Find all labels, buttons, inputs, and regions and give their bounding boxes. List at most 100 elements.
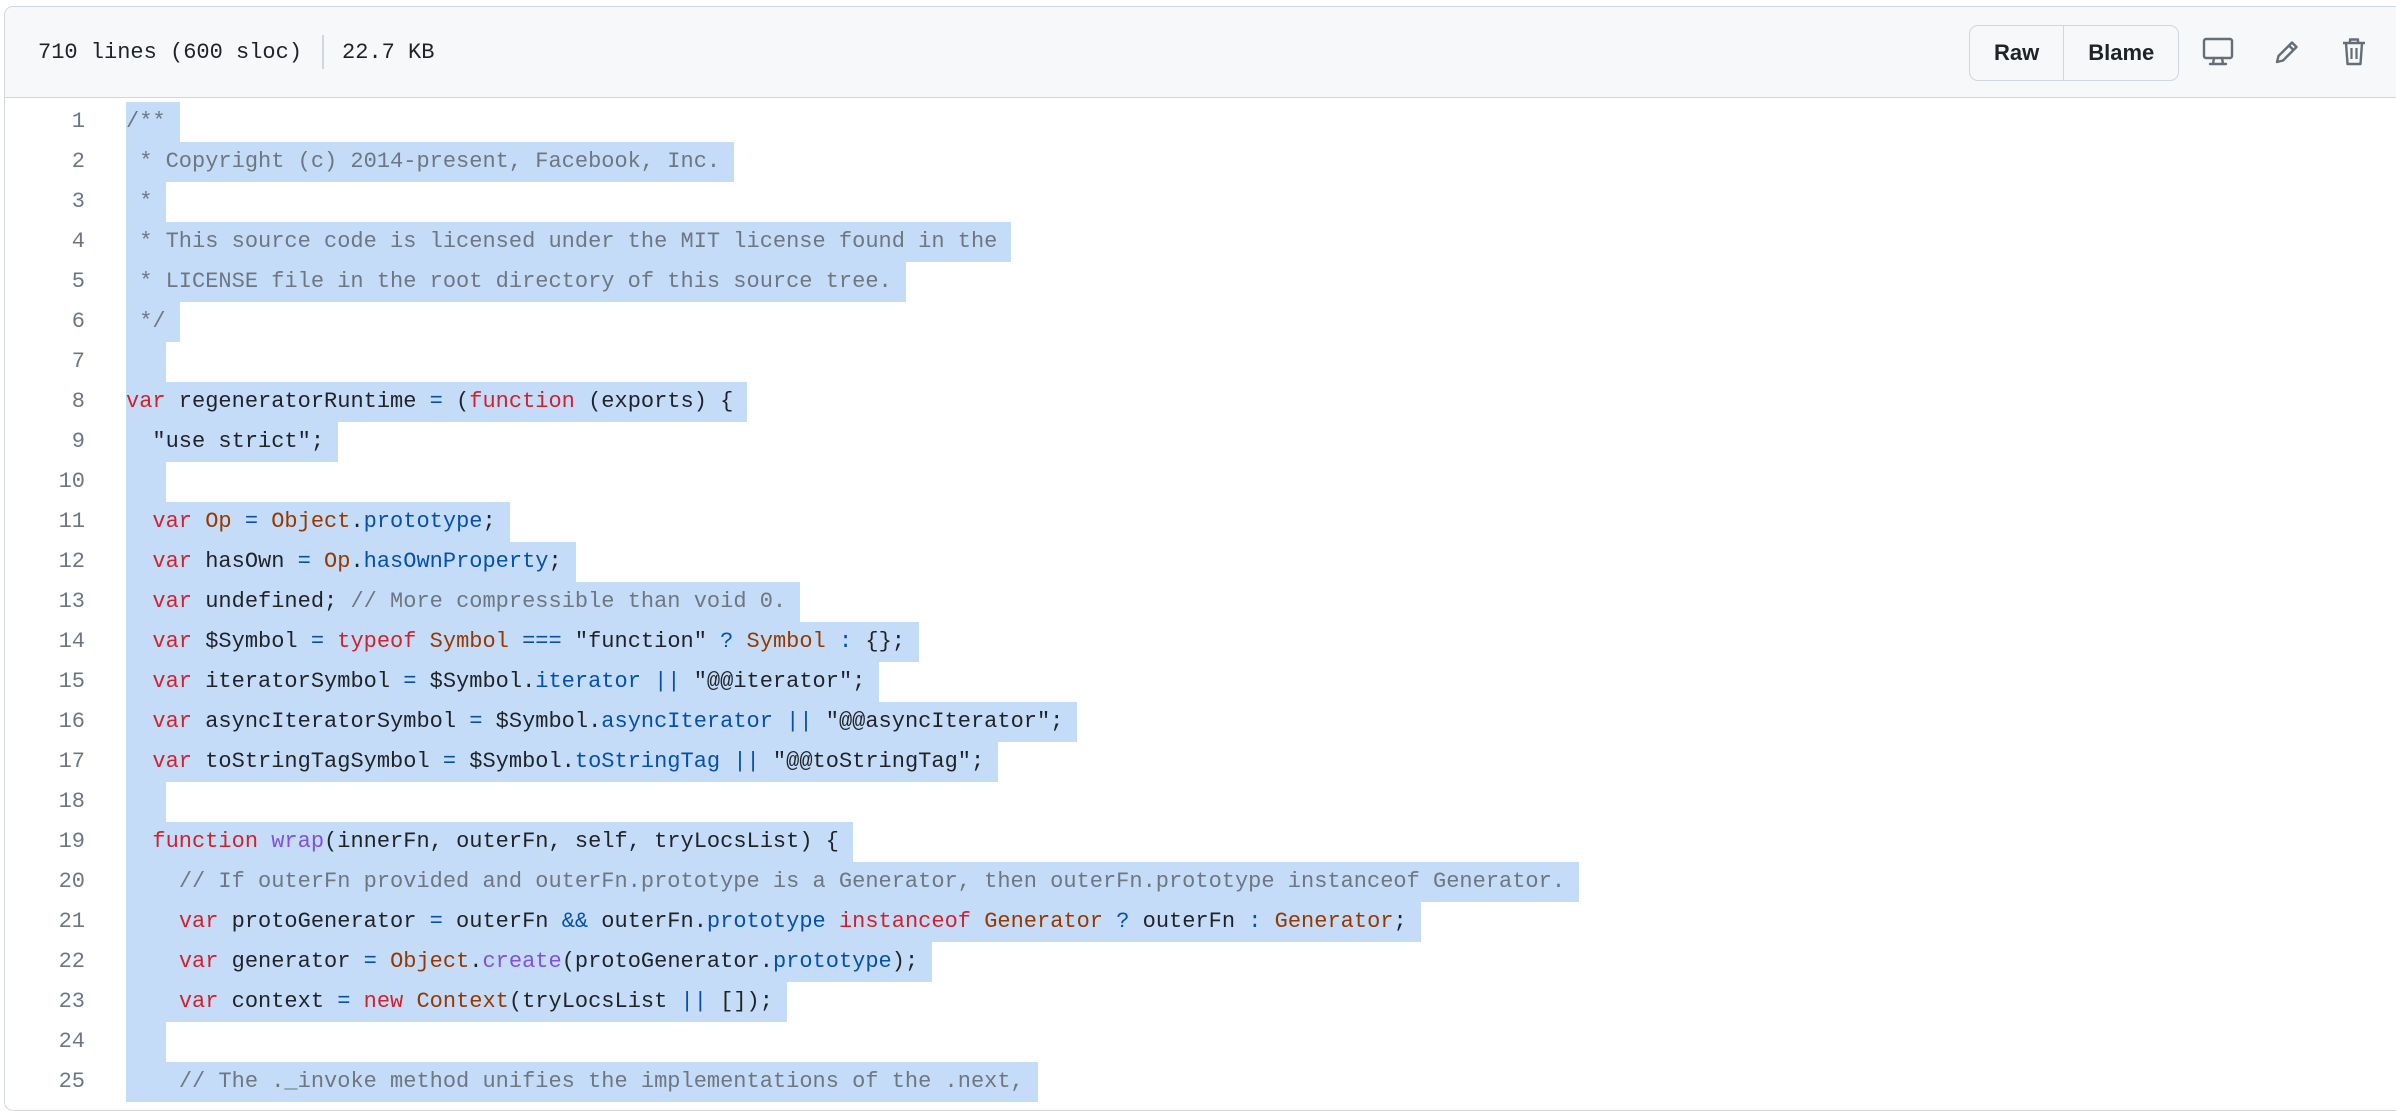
code-line[interactable]: 24 xyxy=(5,1022,2396,1062)
code-token: new xyxy=(363,989,404,1014)
code-token: $Symbol. xyxy=(456,749,575,774)
line-number[interactable]: 25 xyxy=(58,1069,85,1094)
code-line[interactable]: 25 // The ._invoke method unifies the im… xyxy=(5,1062,2396,1102)
line-number[interactable]: 3 xyxy=(71,189,85,214)
line-number[interactable]: 15 xyxy=(58,669,85,694)
code-line[interactable]: 11 var Op = Object.prototype; xyxy=(5,502,2396,542)
code-line[interactable]: 5 * LICENSE file in the root directory o… xyxy=(5,262,2396,302)
line-number[interactable]: 16 xyxy=(58,709,85,734)
code-line[interactable]: 21 var protoGenerator = outerFn && outer… xyxy=(5,902,2396,942)
code-token: prototype xyxy=(772,949,892,974)
line-number[interactable]: 20 xyxy=(58,869,85,894)
code-line[interactable]: 22 var generator = Object.create(protoGe… xyxy=(5,942,2396,982)
code-token: create xyxy=(482,949,562,974)
line-source xyxy=(126,782,167,822)
code-token: /** xyxy=(126,109,166,134)
line-number[interactable]: 22 xyxy=(58,949,85,974)
code-token xyxy=(126,1069,179,1094)
code-token: iterator xyxy=(535,669,641,694)
code-token xyxy=(126,749,152,774)
line-source: var $Symbol = typeof Symbol === "functio… xyxy=(126,622,919,662)
code-token: ( xyxy=(442,389,470,414)
line-source: var regeneratorRuntime = (function (expo… xyxy=(126,382,748,422)
code-view[interactable]: 1 /** 2 * Copyright (c) 2014-present, Face… xyxy=(5,97,2396,1110)
code-token: . xyxy=(350,509,364,534)
code-token: toStringTagSymbol xyxy=(192,749,443,774)
code-line[interactable]: 1 /** xyxy=(5,102,2396,142)
code-line[interactable]: 16 var asyncIteratorSymbol = $Symbol.asy… xyxy=(5,702,2396,742)
line-number[interactable]: 8 xyxy=(71,389,85,414)
line-source: var generator = Object.create(protoGener… xyxy=(126,942,933,982)
code-line[interactable]: 14 var $Symbol = typeof Symbol === "func… xyxy=(5,622,2396,662)
line-number[interactable]: 1 xyxy=(71,109,85,134)
line-number[interactable]: 4 xyxy=(71,229,85,254)
line-number[interactable]: 13 xyxy=(58,589,85,614)
code-token: = xyxy=(363,949,377,974)
line-number[interactable]: 21 xyxy=(58,909,85,934)
code-token xyxy=(971,909,984,934)
code-line[interactable]: 6 */ xyxy=(5,302,2396,342)
code-line[interactable]: 23 var context = new Context(tryLocsList… xyxy=(5,982,2396,1022)
code-token xyxy=(826,909,839,934)
line-source: var asyncIteratorSymbol = $Symbol.asyncI… xyxy=(126,702,1078,742)
code-token: var xyxy=(178,989,219,1014)
code-line[interactable]: 9 "use strict"; xyxy=(5,422,2396,462)
code-line[interactable]: 18 xyxy=(5,782,2396,822)
line-number[interactable]: 9 xyxy=(71,429,85,454)
line-number[interactable]: 19 xyxy=(58,829,85,854)
code-line[interactable]: 17 var toStringTagSymbol = $Symbol.toStr… xyxy=(5,742,2396,782)
line-source: var toStringTagSymbol = $Symbol.toString… xyxy=(126,742,999,782)
code-token xyxy=(720,749,733,774)
code-token: = xyxy=(429,389,443,414)
code-line[interactable]: 15 var iteratorSymbol = $Symbol.iterator… xyxy=(5,662,2396,702)
blame-button[interactable]: Blame xyxy=(2063,26,2178,80)
code-line[interactable]: 13 var undefined; // More compressible t… xyxy=(5,582,2396,622)
code-token: toStringTag xyxy=(574,749,721,774)
code-token: ; xyxy=(1393,909,1407,934)
line-number[interactable]: 14 xyxy=(58,629,85,654)
code-token: typeof xyxy=(337,629,417,654)
line-number[interactable]: 2 xyxy=(71,149,85,174)
code-line[interactable]: 12 var hasOwn = Op.hasOwnProperty; xyxy=(5,542,2396,582)
desktop-icon[interactable] xyxy=(2201,35,2235,69)
code-token: ; xyxy=(482,509,496,534)
trash-icon[interactable] xyxy=(2337,35,2371,69)
code-token: generator xyxy=(218,949,364,974)
line-number[interactable]: 17 xyxy=(58,749,85,774)
code-token xyxy=(126,629,152,654)
line-number[interactable]: 7 xyxy=(71,349,85,374)
code-token xyxy=(126,669,152,694)
line-number[interactable]: 11 xyxy=(58,509,85,534)
raw-button[interactable]: Raw xyxy=(1994,40,2040,65)
code-line[interactable]: 7 xyxy=(5,342,2396,382)
code-line[interactable]: 8 var regeneratorRuntime = (function (exp… xyxy=(5,382,2396,422)
code-token: context xyxy=(218,989,338,1014)
code-token: = xyxy=(297,549,311,574)
line-number[interactable]: 5 xyxy=(71,269,85,294)
line-number[interactable]: 10 xyxy=(58,469,85,494)
code-line[interactable]: 4 * This source code is licensed under t… xyxy=(5,222,2396,262)
code-line[interactable]: 10 xyxy=(5,462,2396,502)
pencil-icon[interactable] xyxy=(2270,35,2304,69)
code-token: var xyxy=(152,589,193,614)
code-token: = xyxy=(442,749,457,774)
code-line[interactable]: 20 // If outerFn provided and outerFn.pr… xyxy=(5,862,2396,902)
line-number[interactable]: 23 xyxy=(58,989,85,1014)
code-token: {}; xyxy=(852,629,905,654)
line-source: var undefined; // More compressible than… xyxy=(126,582,801,622)
line-number[interactable]: 24 xyxy=(58,1029,85,1054)
code-token xyxy=(126,789,152,814)
code-token: hasOwnProperty xyxy=(363,549,549,574)
code-token: * Copyright (c) 2014-present, Facebook, … xyxy=(126,149,721,174)
line-source: var context = new Context(tryLocsList ||… xyxy=(126,982,787,1022)
code-line[interactable]: 19 function wrap(innerFn, outerFn, self,… xyxy=(5,822,2396,862)
code-token: (tryLocsList xyxy=(508,989,681,1014)
line-number[interactable]: 6 xyxy=(71,309,85,334)
line-source xyxy=(126,462,167,502)
code-line[interactable]: 2 * Copyright (c) 2014-present, Facebook… xyxy=(5,142,2396,182)
line-number[interactable]: 12 xyxy=(58,549,85,574)
line-number[interactable]: 18 xyxy=(58,789,85,814)
code-token: function xyxy=(469,389,575,414)
code-line[interactable]: 3 * xyxy=(5,182,2396,222)
code-token: (exports) { xyxy=(574,389,734,414)
